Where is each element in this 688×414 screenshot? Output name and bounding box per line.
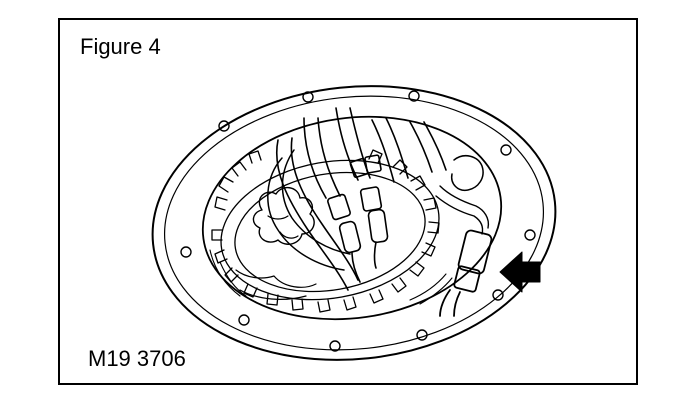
module-opening xyxy=(201,115,503,321)
hatching xyxy=(209,249,453,305)
wire-harness xyxy=(267,157,345,271)
mounting-flange-outer xyxy=(151,85,557,361)
locking-ring xyxy=(211,149,440,313)
figure-frame: Figure 4 M19 3706 xyxy=(58,18,638,385)
bolt-holes xyxy=(180,90,536,352)
electrical-connector xyxy=(439,229,493,317)
hose-fittings xyxy=(327,154,389,283)
wire-clip xyxy=(450,154,484,192)
sender-body xyxy=(252,187,315,245)
figure-label: Figure 4 xyxy=(80,34,161,59)
mounting-flange-inner xyxy=(163,95,545,351)
reference-code: M19 3706 xyxy=(88,346,186,371)
pointer-arrow xyxy=(499,251,541,293)
